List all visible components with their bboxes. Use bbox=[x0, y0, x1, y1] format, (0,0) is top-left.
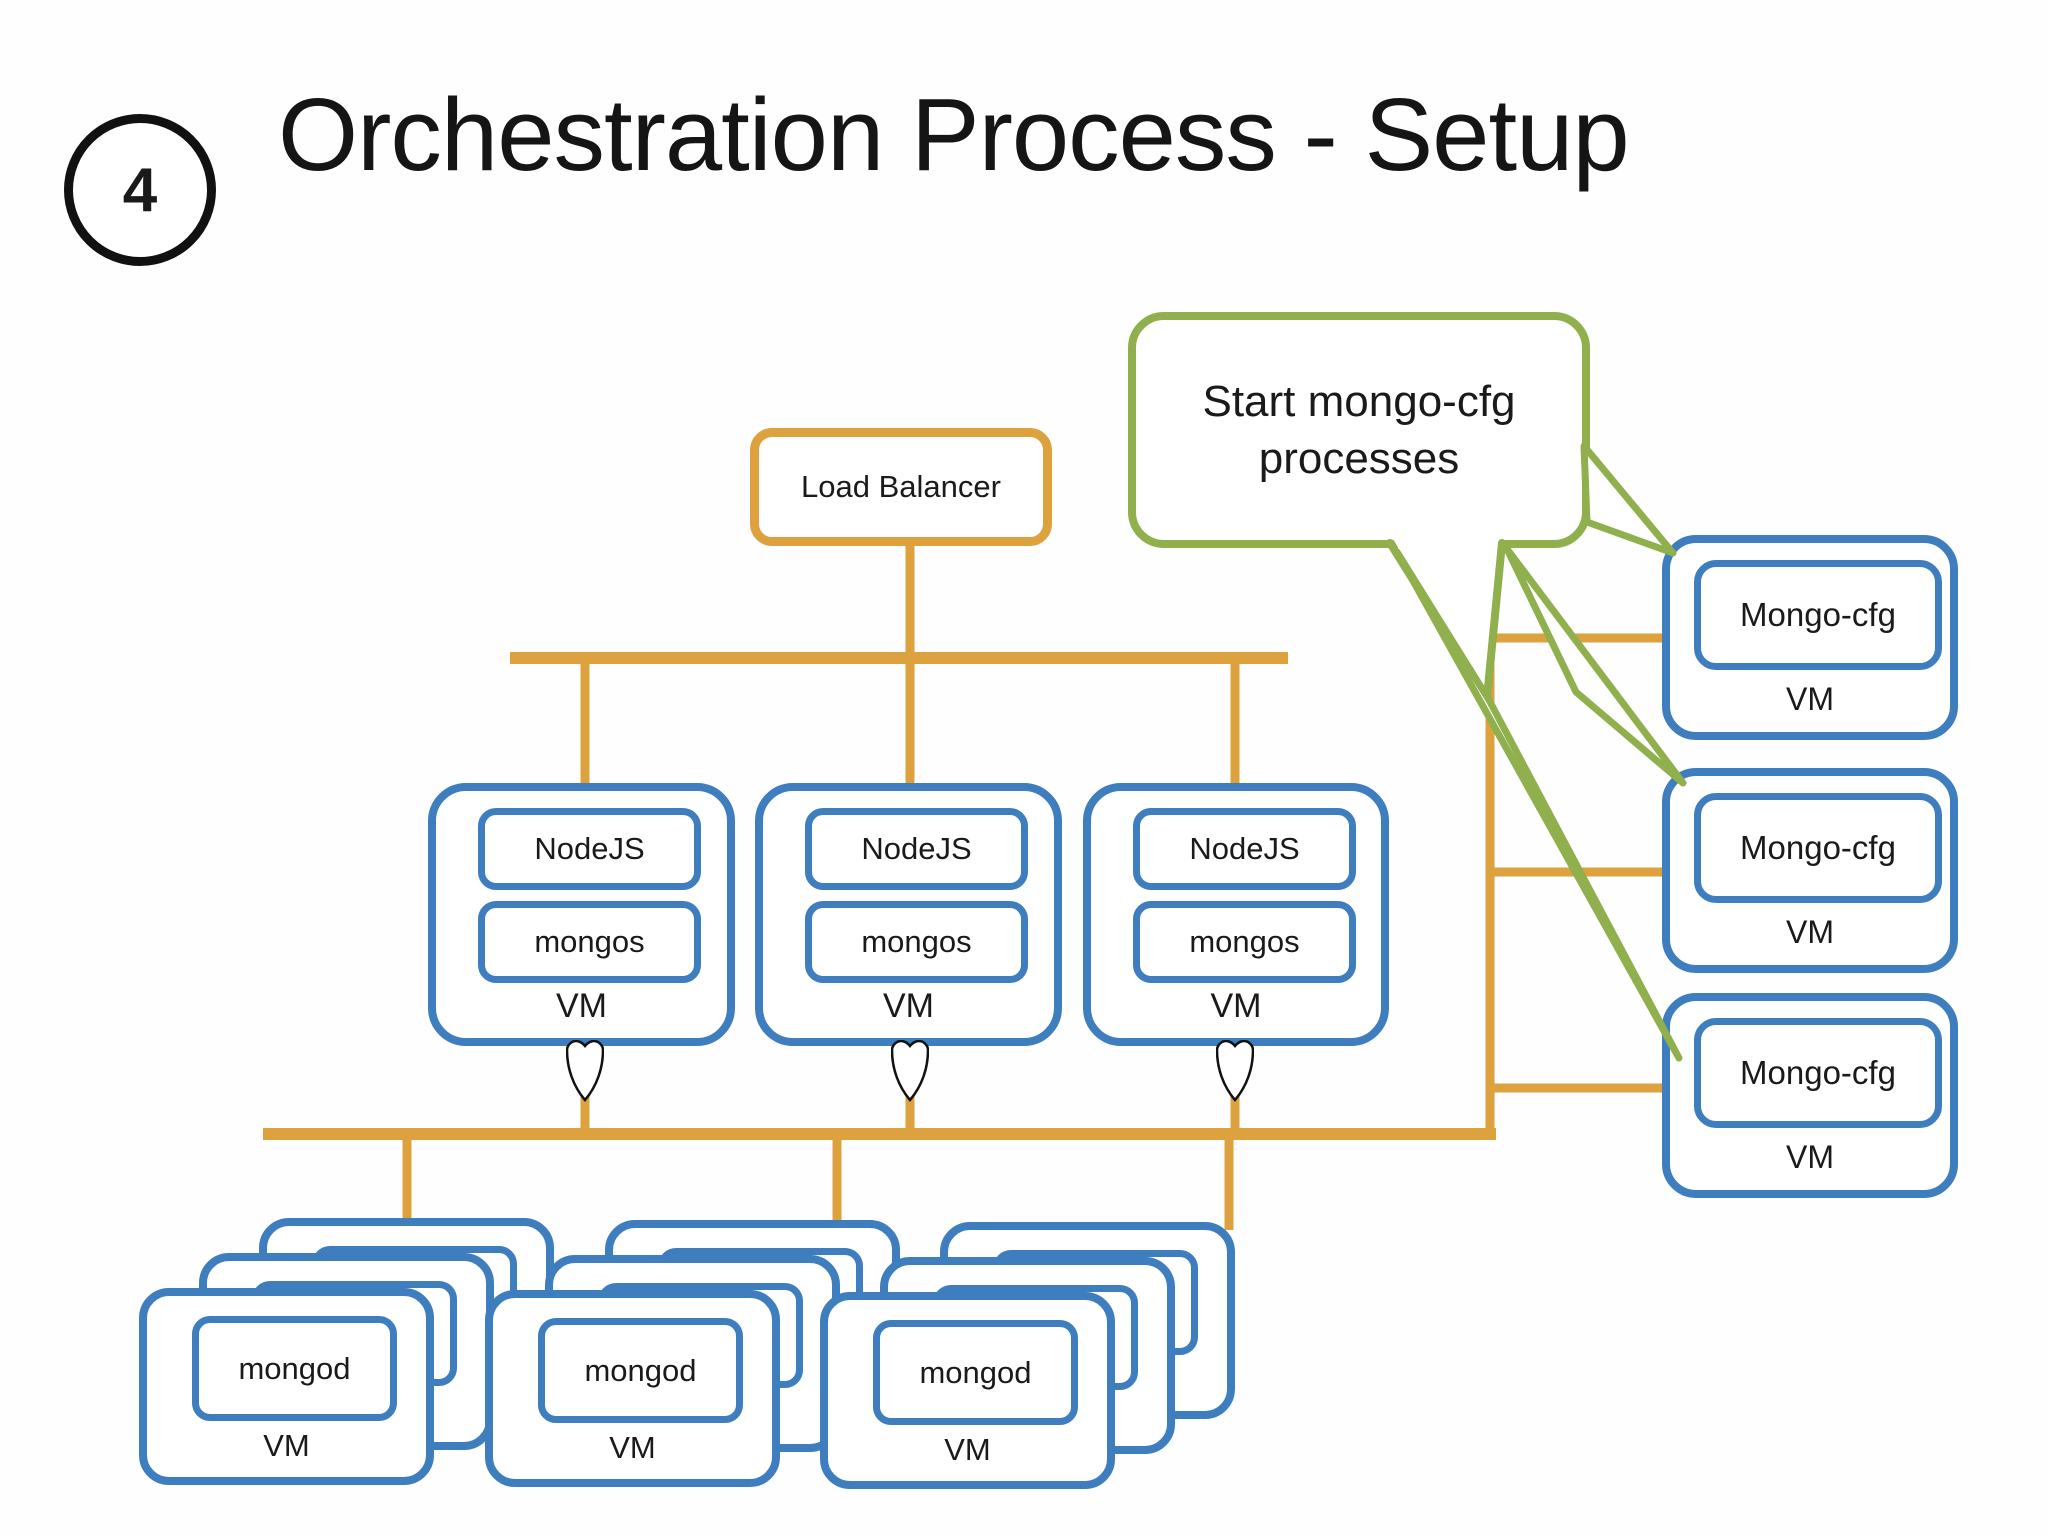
vm-label: VM bbox=[1786, 1139, 1834, 1175]
mongod-label: mongod bbox=[584, 1352, 697, 1388]
mongos-box: mongos bbox=[1133, 901, 1356, 983]
mongos-label: mongos bbox=[1189, 924, 1300, 959]
mongod-box: mongod bbox=[873, 1320, 1078, 1425]
mongo-cfg-label: Mongo-cfg bbox=[1740, 1054, 1896, 1091]
arrow-to-cfg-1 bbox=[1580, 442, 1677, 557]
callout-text: Start mongo-cfg processes bbox=[1202, 376, 1516, 483]
vm-label: VM bbox=[1786, 681, 1834, 717]
vm-label: VM bbox=[1210, 987, 1262, 1025]
nodejs-label: NodeJS bbox=[1189, 831, 1300, 866]
vm-label: VM bbox=[883, 987, 934, 1025]
shard-vm-card-front-3: mongod VM bbox=[820, 1292, 1115, 1489]
nodejs-label: NodeJS bbox=[534, 831, 645, 866]
vm-label: VM bbox=[944, 1432, 991, 1467]
load-balancer-node: Load Balancer bbox=[750, 428, 1052, 546]
mongo-cfg-box: Mongo-cfg bbox=[1694, 560, 1942, 670]
mongo-cfg-label: Mongo-cfg bbox=[1740, 596, 1896, 633]
callout-tail bbox=[1393, 539, 1503, 696]
shard-vm-card-front-2: mongod VM bbox=[485, 1290, 780, 1487]
load-balancer-label: Load Balancer bbox=[801, 469, 1001, 504]
shield-icon bbox=[1216, 1040, 1254, 1102]
mongos-box: mongos bbox=[478, 901, 701, 983]
mongos-label: mongos bbox=[861, 924, 972, 959]
nodejs-label: NodeJS bbox=[861, 831, 972, 866]
arrow-to-cfg-2 bbox=[1503, 545, 1687, 787]
page-title: Orchestration Process - Setup bbox=[278, 77, 1630, 192]
mongo-cfg-label: Mongo-cfg bbox=[1740, 829, 1896, 866]
shard-vm-card-front-1: mongod VM bbox=[139, 1288, 434, 1485]
nodejs-box: NodeJS bbox=[478, 808, 701, 890]
vm-label: VM bbox=[1786, 914, 1834, 950]
mongod-box: mongod bbox=[192, 1316, 397, 1421]
nodejs-box: NodeJS bbox=[1133, 808, 1356, 890]
shield-icon bbox=[566, 1040, 604, 1102]
vm-label: VM bbox=[556, 987, 607, 1025]
mongo-cfg-box: Mongo-cfg bbox=[1694, 793, 1942, 903]
arrow-to-cfg-3 bbox=[1393, 548, 1683, 1062]
nodejs-box: NodeJS bbox=[805, 808, 1028, 890]
config-server-vm-2: Mongo-cfg VM bbox=[1662, 768, 1958, 973]
callout-bubble: Start mongo-cfg processes bbox=[1128, 312, 1590, 548]
app-server-vm-1: NodeJS mongos VM bbox=[428, 783, 735, 1046]
config-server-vm-3: Mongo-cfg VM bbox=[1662, 993, 1958, 1198]
step-number: 4 bbox=[122, 155, 158, 225]
app-server-vm-2: NodeJS mongos VM bbox=[755, 783, 1062, 1046]
step-number-badge: 4 bbox=[64, 114, 216, 266]
mongod-box: mongod bbox=[538, 1318, 743, 1423]
config-server-vm-1: Mongo-cfg VM bbox=[1662, 535, 1958, 740]
mongod-label: mongod bbox=[238, 1350, 351, 1386]
mongos-label: mongos bbox=[534, 924, 645, 959]
shield-icon bbox=[891, 1040, 929, 1102]
mongod-label: mongod bbox=[919, 1354, 1032, 1390]
app-server-vm-3: NodeJS mongos VM bbox=[1083, 783, 1389, 1046]
mongos-box: mongos bbox=[805, 901, 1028, 983]
vm-label: VM bbox=[263, 1428, 310, 1463]
mongo-cfg-box: Mongo-cfg bbox=[1694, 1018, 1942, 1128]
vm-label: VM bbox=[609, 1430, 656, 1465]
